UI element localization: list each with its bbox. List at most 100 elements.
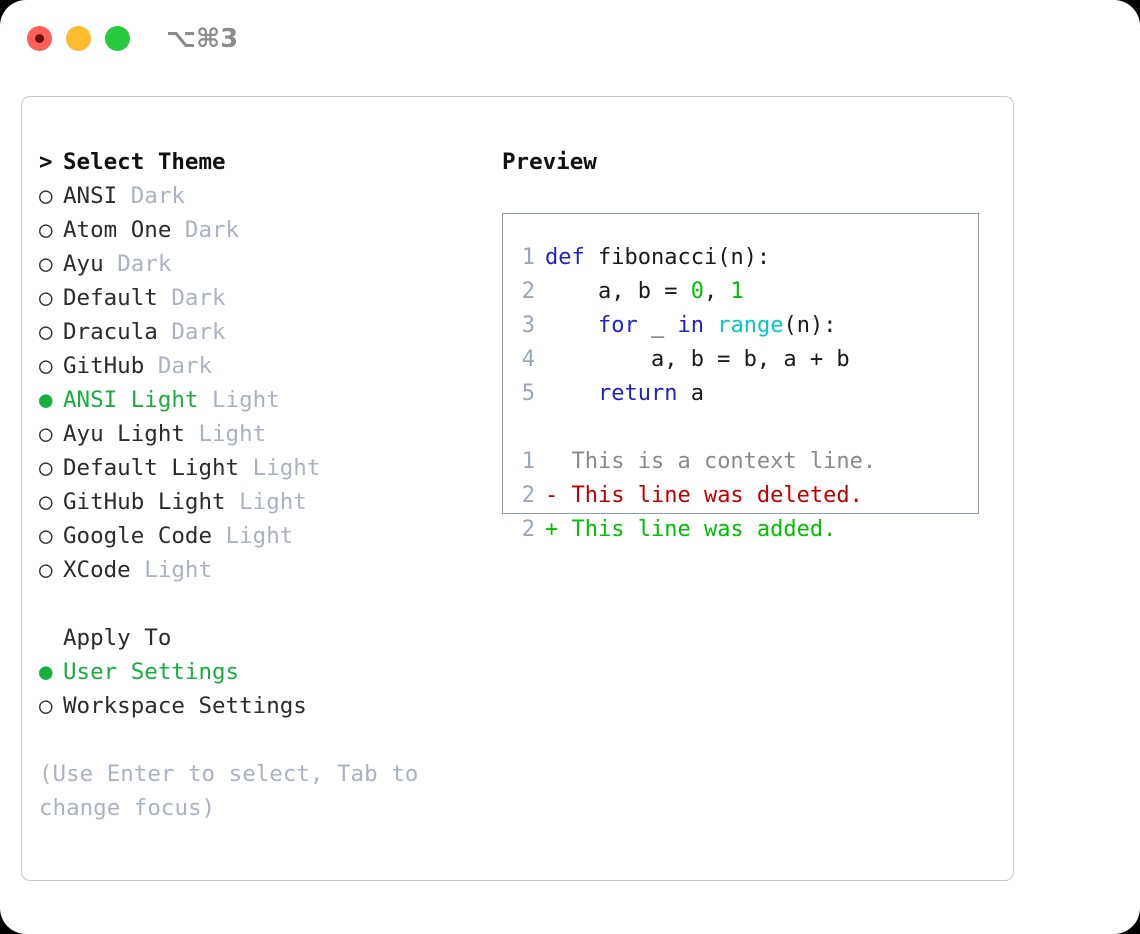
code-token: a, b = b, a + b <box>545 347 850 372</box>
spacer <box>104 251 118 277</box>
diff-text: This is a context line. <box>558 449 877 474</box>
spacer <box>239 455 253 481</box>
spacer <box>158 319 172 345</box>
diff-line-number: 2 <box>521 517 535 542</box>
apply-to-label: Apply To <box>63 625 172 651</box>
apply-to-options: ●User Settings ○ Workspace Settings <box>39 655 479 723</box>
code-token: , <box>703 279 731 304</box>
theme-name-label: Google Code <box>63 523 213 549</box>
spacer <box>212 523 226 549</box>
radio-unselected-icon: ○ <box>39 489 53 515</box>
theme-list-item[interactable]: ○Atom One Dark <box>39 213 479 247</box>
code-token: for <box>597 313 638 338</box>
theme-name-label: XCode <box>63 557 131 583</box>
radio-unselected-icon: ○ <box>39 319 53 345</box>
theme-list-item[interactable]: ○GitHub Light Light <box>39 485 479 519</box>
theme-name-label: ANSI <box>63 183 118 209</box>
radio-unselected-icon: ○ <box>39 455 53 481</box>
apply-to-section: Apply To ●User Settings ○ Workspace Settin… <box>39 621 479 723</box>
theme-name-label: GitHub <box>63 353 145 379</box>
radio-selected-icon: ● <box>39 387 53 413</box>
theme-list-item[interactable]: ○Default Dark <box>39 281 479 315</box>
theme-list-item[interactable]: ○Default Light Light <box>39 451 479 485</box>
theme-list: ○ ANSI Dark ○Atom One Dark ○ Ayu Dark ○ Defaul… <box>39 179 479 587</box>
apply-to-option-label: Workspace Settings <box>63 693 307 719</box>
theme-variant-label: Dark <box>130 183 185 209</box>
code-token <box>545 381 598 406</box>
code-token: _ <box>637 313 678 338</box>
code-line: 1 def fibonacci(n): <box>503 241 978 275</box>
content-panel: >Select Theme ○ANSI Dark○Atom One Dark○A… <box>21 96 1014 881</box>
code-line: 2 a, b = 0, 1 <box>503 275 978 309</box>
apply-to-header: Apply To <box>39 621 479 655</box>
keyboard-shortcut-label: ⌥⌘3 <box>166 24 239 54</box>
theme-selector-column: >Select Theme ○ANSI Dark○Atom One Dark○A… <box>39 145 479 825</box>
code-line-number: 2 <box>521 279 535 304</box>
theme-variant-label: Light <box>225 523 294 549</box>
code-token: a, b = <box>545 279 691 304</box>
code-token: a <box>677 381 704 406</box>
diff-line-number: 2 <box>521 483 535 508</box>
theme-list-item[interactable]: ○Ayu Light Light <box>39 417 479 451</box>
code-token: range <box>717 313 784 338</box>
theme-name-label: Default <box>63 285 158 311</box>
radio-selected-icon: ● <box>39 659 53 685</box>
code-line: 4 a, b = b, a + b <box>503 343 978 377</box>
code-line-number: 3 <box>521 313 535 338</box>
diff-line-number: 1 <box>521 449 535 474</box>
spacer <box>171 217 185 243</box>
code-line: 5 return a <box>503 377 978 411</box>
theme-list-item[interactable]: ○ ANSI Dark <box>39 179 479 213</box>
title-bar: ⌥⌘3 <box>0 0 1140 78</box>
code-token <box>704 313 717 338</box>
radio-unselected-icon: ○ <box>39 183 53 209</box>
preview-spacer <box>503 411 978 445</box>
diff-sample: 1 This is a context line.2- This line wa… <box>503 445 978 547</box>
minimize-window-button[interactable] <box>66 26 91 51</box>
theme-list-item[interactable]: ○ Google Code Light <box>39 519 479 553</box>
theme-name-label: ANSI Light <box>63 387 199 413</box>
spacer <box>117 183 131 209</box>
radio-unselected-icon: ○ <box>39 523 53 549</box>
code-token: fibonacci(n): <box>584 245 771 270</box>
keyboard-hint-text: (Use Enter to select, Tab to change focu… <box>39 761 432 821</box>
radio-unselected-icon: ○ <box>39 557 53 583</box>
spacer <box>198 387 212 413</box>
theme-name-label: Ayu <box>63 251 104 277</box>
spacer <box>226 489 240 515</box>
spacer <box>158 285 172 311</box>
theme-variant-label: Light <box>144 557 213 583</box>
radio-unselected-icon: ○ <box>39 251 53 277</box>
theme-name-label: Default Light <box>63 455 240 481</box>
diff-text: This line was added. <box>558 517 837 542</box>
theme-list-item[interactable]: ○Dracula Dark <box>39 315 479 349</box>
code-line-number: 1 <box>521 245 535 270</box>
diff-sign: - <box>545 483 559 508</box>
theme-list-item[interactable]: ○GitHub Dark <box>39 349 479 383</box>
radio-unselected-icon: ○ <box>39 693 53 719</box>
theme-variant-label: Dark <box>157 353 213 379</box>
theme-list-item[interactable]: ○ Ayu Dark <box>39 247 479 281</box>
code-token: 1 <box>730 279 744 304</box>
theme-variant-label: Dark <box>171 319 226 345</box>
apply-to-option[interactable]: ○ Workspace Settings <box>39 689 479 723</box>
apply-to-option[interactable]: ●User Settings <box>39 655 479 689</box>
radio-unselected-icon: ○ <box>39 285 53 311</box>
theme-variant-label: Dark <box>117 251 172 277</box>
select-theme-label: Select Theme <box>63 149 226 175</box>
traffic-light-group <box>27 26 130 51</box>
code-line-number: 4 <box>521 347 535 372</box>
code-token <box>545 313 598 338</box>
diff-line: 1 This is a context line. <box>503 445 978 479</box>
code-token: def <box>545 245 585 270</box>
maximize-window-button[interactable] <box>105 26 130 51</box>
close-window-button[interactable] <box>27 26 52 51</box>
diff-line: 2- This line was deleted. <box>503 479 978 513</box>
spacer <box>185 421 199 447</box>
theme-list-item[interactable]: ●ANSI Light Light <box>39 383 479 417</box>
theme-name-label: Ayu Light <box>63 421 185 447</box>
theme-list-item[interactable]: ○ XCode Light <box>39 553 479 587</box>
